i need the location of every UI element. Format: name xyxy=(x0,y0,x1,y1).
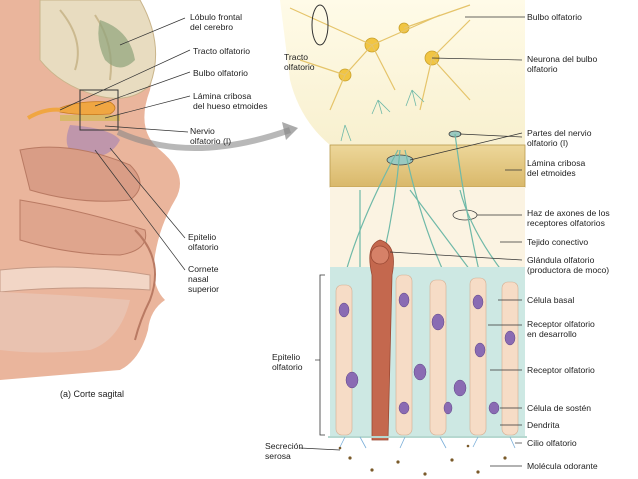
glomeruli xyxy=(340,89,425,142)
label-olfactory-receptor: Receptor olfatorio xyxy=(527,365,595,375)
label-olfactory-bulb: Bulbo olfatorio xyxy=(193,68,248,78)
olfactory-tract-left xyxy=(26,107,63,120)
label-bulb-detail: Bulbo olfatorio xyxy=(527,12,582,22)
label-basal-cell: Célula basal xyxy=(527,295,575,305)
nose-tip xyxy=(134,229,156,341)
brain-frontal-lobe xyxy=(39,0,157,99)
label-superior-concha: Cornete nasal superior xyxy=(188,264,220,294)
label-connective-tissue: Tejido conectivo xyxy=(527,237,589,247)
label-gland: Glándula olfatorio (productora de moco) xyxy=(527,255,610,275)
axon-bundles xyxy=(344,133,506,276)
oral-cavity xyxy=(0,292,130,353)
label-epithelium-detail: Epitelio olfatorio xyxy=(272,352,303,372)
tract-cross-section xyxy=(311,4,329,46)
cilia xyxy=(339,436,516,449)
label-supporting-cell: Célula de sostén xyxy=(527,403,592,413)
label-bulb-neuron: Neurona del bulbo olfatorio xyxy=(527,54,598,74)
label-cribriform-detail: Lámina cribosa del etmoides xyxy=(527,158,586,178)
label-serous-secretion: Secreción serosa xyxy=(265,441,304,461)
label-dendrite: Dendrita xyxy=(527,420,560,430)
label-odorant-molecule: Molécula odorante xyxy=(527,461,598,471)
bulb-dendrites xyxy=(289,4,471,111)
label-frontal-lobe: Lóbulo frontal del cerebro xyxy=(190,12,243,32)
zoom-arrow xyxy=(116,127,291,151)
label-cilium: Cilio olfatorio xyxy=(527,438,577,448)
nasal-conchae xyxy=(19,146,141,202)
label-olfactory-epithelium: Epitelio olfatorio xyxy=(188,232,219,252)
palate xyxy=(0,266,151,293)
right-leader-lines xyxy=(299,16,525,467)
left-leader-lines xyxy=(59,17,191,271)
sinus-cavity xyxy=(98,20,135,68)
label-olfactory-nerve: Nervio olfatorio (I) xyxy=(190,126,232,146)
connective-tissue xyxy=(330,187,525,267)
label-cribriform-plate: Lámina cribosa del hueso etmoides xyxy=(193,91,268,111)
odorant-molecules xyxy=(338,444,507,476)
label-olfactory-tract: Tracto olfatorio xyxy=(193,46,250,56)
label-axon-bundle: Haz de axones de los receptores olfatori… xyxy=(527,208,610,228)
label-tract-detail: Tracto olfatorio xyxy=(284,52,315,72)
cribriform-plate-left xyxy=(60,115,120,121)
label-nerve-parts: Partes del nervio olfatorio (I) xyxy=(527,128,592,148)
bulb-region xyxy=(280,0,525,145)
cribriform-plate-detail xyxy=(329,144,526,188)
olfactory-gland xyxy=(369,239,394,441)
caption-sagittal: (a) Corte sagital xyxy=(60,389,125,399)
cell-nuclei xyxy=(338,292,516,415)
label-developing-receptor: Receptor olfatorio en desarrollo xyxy=(527,319,595,339)
epithelium-detail xyxy=(280,0,527,476)
olfactory-bulb-left xyxy=(59,101,116,116)
sagittal-section xyxy=(0,0,298,380)
zoom-box xyxy=(79,89,119,131)
